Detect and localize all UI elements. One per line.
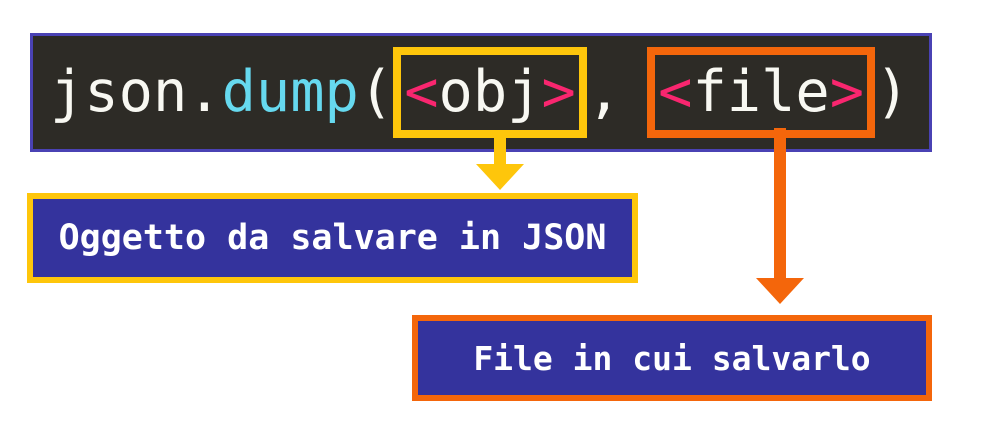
file-explanation-label: File in cui salvarlo [473,338,871,378]
file-explanation-box: File in cui salvarlo [412,315,932,401]
file-parameter-token: file [692,59,830,125]
obj-arrow-shaft [494,133,506,167]
obj-open-angle-bracket: < [404,59,439,125]
file-parameter-highlight-box: < file > [647,47,876,138]
code-function-token: dump [221,59,359,125]
obj-explanation-label: Oggetto da salvare in JSON [58,218,607,258]
obj-close-angle-bracket: > [541,59,576,125]
file-close-angle-bracket: > [829,59,865,125]
code-comma: , [586,59,622,125]
code-open-paren: ( [358,59,394,125]
obj-parameter-token: obj [438,59,542,125]
file-open-angle-bracket: < [658,59,693,125]
code-snippet-bar: json. dump ( < obj > , < file > ) [30,33,932,152]
file-arrow-down-icon [756,278,804,304]
obj-arrow-down-icon [476,164,524,190]
obj-explanation-box: Oggetto da salvare in JSON [27,193,638,283]
code-close-paren: ) [875,59,910,125]
file-arrow-shaft [774,128,786,280]
code-module-token: json. [50,59,222,125]
obj-parameter-highlight-box: < obj > [393,47,587,138]
